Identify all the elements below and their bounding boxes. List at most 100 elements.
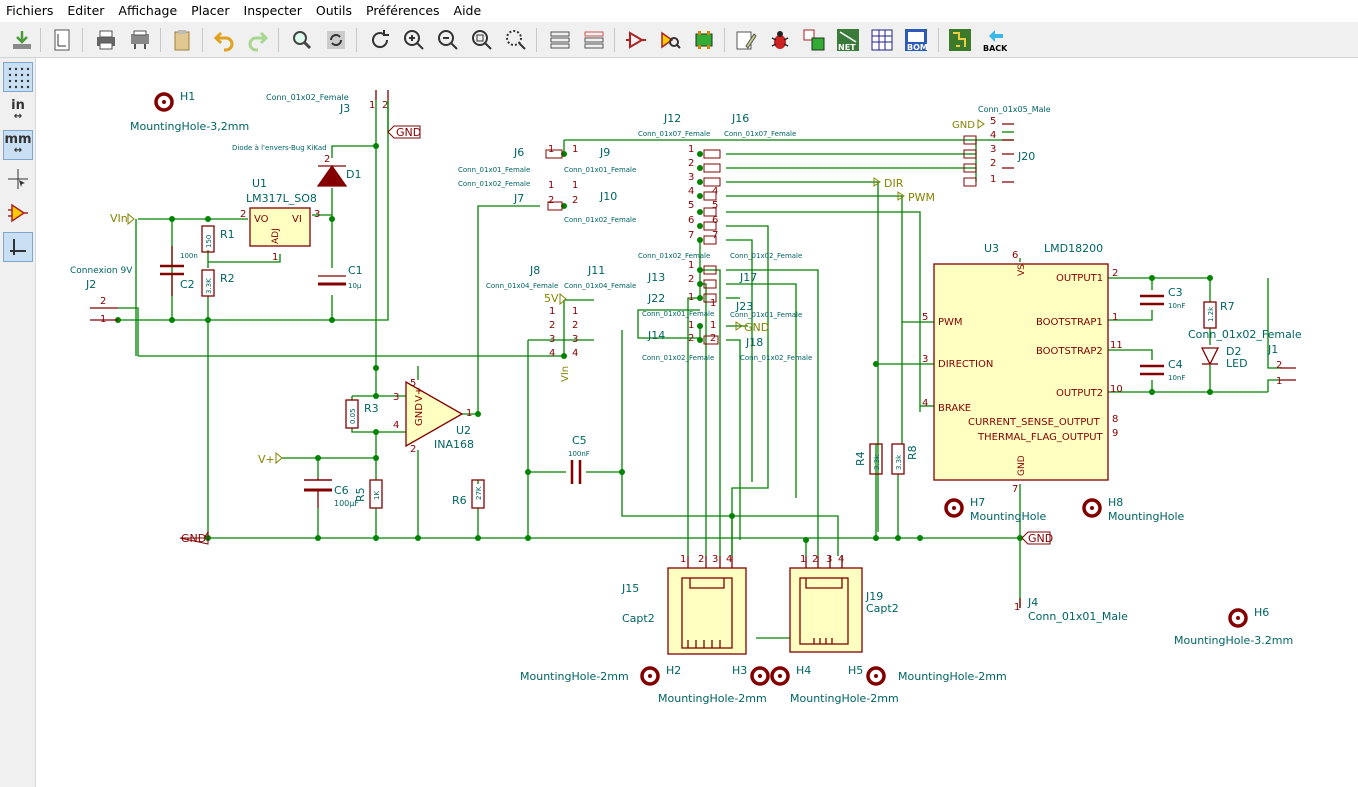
footprint-editor-icon[interactable] <box>690 26 718 54</box>
svg-text:C4: C4 <box>1168 358 1183 371</box>
redo-icon[interactable] <box>244 26 272 54</box>
svg-text:3: 3 <box>688 172 694 183</box>
back-button[interactable]: BACK <box>980 26 1010 54</box>
svg-text:5: 5 <box>688 200 694 211</box>
menu-editer[interactable]: Editer <box>67 3 105 18</box>
menu-outils[interactable]: Outils <box>315 3 352 18</box>
symbol-editor-icon[interactable] <box>622 26 650 54</box>
svg-text:H1: H1 <box>180 90 195 103</box>
svg-text:J23: J23 <box>735 300 753 313</box>
paste-icon[interactable] <box>168 26 196 54</box>
svg-text:J20: J20 <box>1017 150 1035 163</box>
small-connectors <box>545 135 977 345</box>
hidden-pins-icon[interactable] <box>3 198 33 228</box>
menu-placer[interactable]: Placer <box>191 3 230 18</box>
svg-text:C6: C6 <box>334 484 349 497</box>
hierarchy-icon[interactable] <box>546 26 574 54</box>
leave-sheet-icon[interactable] <box>580 26 608 54</box>
svg-text:3: 3 <box>572 334 578 345</box>
menu-fichiers[interactable]: Fichiers <box>6 3 54 18</box>
svg-text:1: 1 <box>1014 602 1020 613</box>
svg-text:D2: D2 <box>1226 345 1241 358</box>
svg-text:1: 1 <box>272 252 278 263</box>
svg-text:J15: J15 <box>621 582 639 595</box>
svg-text:1: 1 <box>800 554 806 565</box>
plot-icon[interactable] <box>126 26 154 54</box>
grid-toggle-icon[interactable] <box>3 62 33 92</box>
svg-text:3: 3 <box>549 334 555 345</box>
annotate-icon[interactable] <box>732 26 760 54</box>
refresh-icon[interactable] <box>366 26 394 54</box>
svg-text:V+: V+ <box>258 453 275 466</box>
menu-affichage[interactable]: Affichage <box>118 3 178 18</box>
find-icon[interactable] <box>288 26 316 54</box>
svg-text:C3: C3 <box>1168 286 1183 299</box>
svg-text:BRAKE: BRAKE <box>938 403 971 414</box>
wire-angle-icon[interactable] <box>3 232 33 262</box>
svg-text:Capt2: Capt2 <box>622 612 655 625</box>
svg-text:1: 1 <box>548 180 554 191</box>
bom-table-icon[interactable] <box>868 26 896 54</box>
zoom-selection-icon[interactable] <box>502 26 530 54</box>
undo-icon[interactable] <box>210 26 238 54</box>
svg-text:Conn_01x01_Female: Conn_01x01_Female <box>458 166 530 174</box>
save-icon[interactable] <box>8 26 36 54</box>
net-labels: GND GND GND VIn V+ 5V DIR PWM GND GND VI… <box>110 119 1053 545</box>
symbol-browser-icon[interactable] <box>656 26 684 54</box>
svg-text:1: 1 <box>369 100 375 111</box>
svg-text:3: 3 <box>712 554 718 565</box>
svg-text:4: 4 <box>990 130 996 141</box>
svg-text:1: 1 <box>710 320 716 331</box>
assign-footprints-icon[interactable] <box>800 26 828 54</box>
svg-text:6: 6 <box>712 215 718 226</box>
bom-icon[interactable]: BOM <box>902 26 930 54</box>
menu-inspecter[interactable]: Inspecter <box>243 3 302 18</box>
svg-text:Conn_01x04_Female: Conn_01x04_Female <box>486 282 558 290</box>
svg-text:MountingHole-3.2mm: MountingHole-3.2mm <box>1174 634 1293 647</box>
erc-icon[interactable] <box>766 26 794 54</box>
svg-text:8: 8 <box>1112 414 1118 425</box>
netlist-icon[interactable]: NET <box>834 26 862 54</box>
svg-text:BOOTSTRAP2: BOOTSTRAP2 <box>1036 346 1103 357</box>
zoom-in-icon[interactable] <box>400 26 428 54</box>
find-replace-icon[interactable] <box>322 26 350 54</box>
svg-text:10nF: 10nF <box>1168 374 1185 382</box>
svg-text:VIn: VIn <box>110 212 128 225</box>
svg-text:1K: 1K <box>373 491 381 500</box>
svg-text:150: 150 <box>205 235 213 248</box>
units-inch-button[interactable]: in↔ <box>11 98 25 122</box>
svg-text:Conn_01x02_Female: Conn_01x02_Female <box>458 180 530 188</box>
svg-text:Conn_01x02_Female: Conn_01x02_Female <box>564 216 636 224</box>
svg-text:GND: GND <box>414 403 425 426</box>
main-toolbar: NET BOM BACK <box>0 22 1358 58</box>
svg-text:6: 6 <box>688 215 694 226</box>
pcbnew-icon[interactable] <box>946 26 974 54</box>
component-labels: H1 MountingHole-3,2mm Conn_01x02_Female … <box>70 90 1302 705</box>
svg-text:Conn_01x02_Female: Conn_01x02_Female <box>642 354 714 362</box>
zoom-fit-icon[interactable] <box>468 26 496 54</box>
svg-text:MountingHole-2mm: MountingHole-2mm <box>520 670 629 683</box>
menu-aide[interactable]: Aide <box>453 3 482 18</box>
svg-text:Connexion 9V: Connexion 9V <box>70 266 133 276</box>
svg-text:MountingHole-2mm: MountingHole-2mm <box>898 670 1007 683</box>
svg-text:D1: D1 <box>346 168 361 181</box>
svg-text:J14: J14 <box>647 329 665 342</box>
cursor-shape-icon[interactable] <box>3 164 33 194</box>
svg-text:Diode à l'envers-Bug KiKad: Diode à l'envers-Bug KiKad <box>232 144 327 152</box>
svg-text:2: 2 <box>572 320 578 331</box>
svg-text:J17: J17 <box>739 271 757 284</box>
svg-text:1: 1 <box>688 260 694 271</box>
svg-text:1: 1 <box>710 298 716 309</box>
menu-preferences[interactable]: Préférences <box>366 3 440 18</box>
page-settings-icon[interactable] <box>48 26 76 54</box>
svg-text:5: 5 <box>922 312 928 323</box>
svg-text:10: 10 <box>1110 384 1123 395</box>
zoom-out-icon[interactable] <box>434 26 462 54</box>
svg-text:1: 1 <box>466 408 472 419</box>
print-icon[interactable] <box>92 26 120 54</box>
svg-text:3.3K: 3.3K <box>205 278 213 294</box>
svg-text:C2: C2 <box>180 278 195 291</box>
svg-text:GND: GND <box>1028 532 1053 545</box>
units-mm-button[interactable]: mm↔ <box>3 130 33 160</box>
